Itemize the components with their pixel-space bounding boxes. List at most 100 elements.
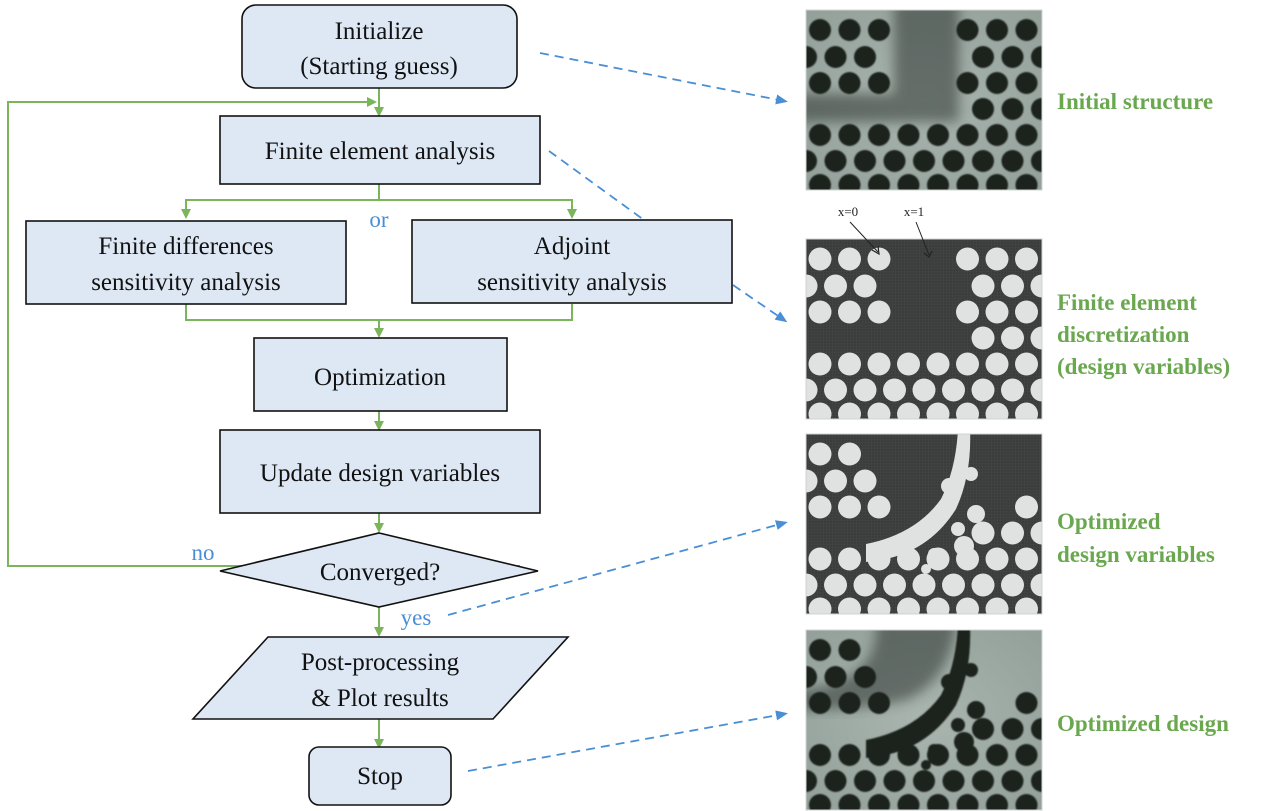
update-label: Update design variables — [260, 460, 500, 487]
lattice-hole — [867, 247, 891, 271]
lattice-hole — [913, 150, 935, 172]
lattice-hole — [838, 744, 861, 766]
optimized-feature — [967, 701, 985, 719]
lattice-hole — [956, 597, 979, 614]
ref-arrow-fea-b — [732, 284, 788, 323]
lattice-hole — [942, 378, 965, 402]
caption-optimized-design: Optimized design — [1057, 711, 1229, 736]
lattice-hole — [806, 274, 818, 298]
panel-fe-discretization-image — [805, 238, 1043, 420]
lattice-hole — [808, 547, 832, 571]
node-stop: Stop — [308, 746, 452, 806]
branch-label-or: or — [369, 207, 389, 232]
lattice-hole — [883, 770, 906, 792]
optimized-feature — [928, 744, 940, 756]
lattice-hole — [986, 174, 1008, 190]
lattice-hole — [838, 597, 861, 614]
lattice-hole — [838, 174, 861, 190]
lattice-hole — [956, 174, 979, 190]
optimized-channel — [866, 630, 971, 758]
lattice-hole — [1031, 46, 1042, 68]
lattice-hole — [986, 744, 1008, 766]
panel-border — [805, 238, 1043, 420]
caption-optvars-line1: Optimized — [1057, 509, 1161, 534]
lattice-hole — [1015, 124, 1038, 146]
lattice-hole — [809, 174, 831, 190]
lattice-hole — [838, 19, 861, 41]
panel-border — [805, 629, 1043, 811]
converged-label: Converged? — [320, 559, 440, 586]
panel-border — [805, 9, 1043, 191]
fd-sensitivity-shape — [25, 220, 347, 305]
node-fd-sensitivity: Finite differences sensitivity analysis — [25, 220, 347, 305]
lattice-hole — [986, 124, 1008, 146]
update-shape — [219, 429, 541, 514]
branch-label-yes: yes — [401, 605, 432, 630]
lattice-hole — [1001, 718, 1024, 740]
lattice-hole — [868, 19, 890, 41]
lattice-hole — [1030, 378, 1042, 402]
optimized-feature — [921, 564, 931, 574]
lattice-hole — [1015, 597, 1038, 614]
lattice-hole — [1031, 98, 1042, 120]
optimization-shape — [253, 337, 508, 412]
lattice-hole — [808, 247, 832, 271]
lattice-hole — [806, 378, 818, 402]
lattice-hole — [838, 247, 861, 271]
optimized-feature — [941, 478, 957, 494]
lattice-hole — [926, 402, 950, 419]
caption-fe-line1: Finite element — [1057, 290, 1197, 315]
lattice-hole — [824, 46, 847, 68]
lattice-hole — [942, 770, 965, 792]
lattice-hole — [853, 274, 877, 298]
postprocess-shape — [191, 636, 570, 720]
lattice-hole — [809, 692, 831, 714]
adjoint-sensitivity-label-line2: sensitivity analysis — [477, 269, 667, 296]
adjoint-sensitivity-label-line1: Adjoint — [534, 233, 610, 260]
lattice-hole — [897, 124, 920, 146]
adjoint-sensitivity-shape — [411, 219, 733, 304]
initialize-label-line1: Initialize — [335, 18, 424, 45]
node-postprocess: Post-processing & Plot results — [191, 636, 570, 720]
lattice-hole — [942, 573, 965, 597]
lattice-hole — [971, 274, 995, 298]
optimized-feature — [967, 505, 985, 523]
lattice-hole — [853, 469, 877, 493]
lattice-hole — [897, 597, 920, 614]
node-adjoint-sensitivity: Adjoint sensitivity analysis — [411, 219, 733, 304]
optimized-channel — [866, 434, 971, 562]
annotation-x0-pointer — [849, 221, 879, 253]
lattice-hole — [1030, 274, 1042, 298]
annotation-x0-arrowhead-icon — [871, 245, 880, 256]
ref-arrow-fea-a — [548, 150, 645, 221]
caption-fe-line3: (design variables) — [1057, 354, 1230, 379]
lattice-hole — [897, 794, 920, 810]
annotation-x1-pointer — [915, 221, 930, 256]
lattice-hole — [971, 573, 995, 597]
lattice-hole — [809, 794, 831, 810]
node-optimization: Optimization — [253, 337, 508, 412]
lattice-hole — [806, 666, 817, 688]
lattice-hole — [956, 19, 979, 41]
reference-arrows — [447, 52, 788, 772]
lattice-hole — [971, 521, 995, 545]
lattice-hole — [838, 639, 861, 661]
lattice-hole — [956, 402, 979, 419]
panel-border — [805, 433, 1043, 615]
lattice-hole — [971, 378, 995, 402]
lattice-hole — [1015, 402, 1038, 419]
fd-sensitivity-label-line2: sensitivity analysis — [91, 269, 281, 296]
lattice-hole — [867, 300, 891, 324]
lattice-hole — [897, 352, 920, 376]
lattice-hole — [1031, 770, 1042, 792]
caption-optvars-line2: design variables — [1057, 542, 1215, 567]
lattice-hole — [1001, 326, 1024, 350]
lattice-hole — [897, 402, 920, 419]
lattice-hole — [985, 247, 1009, 271]
lattice-hole — [986, 72, 1008, 94]
optimization-label: Optimization — [314, 364, 446, 391]
lattice-hole — [1015, 744, 1038, 766]
lattice-hole — [854, 666, 876, 688]
lattice-hole — [985, 402, 1009, 419]
